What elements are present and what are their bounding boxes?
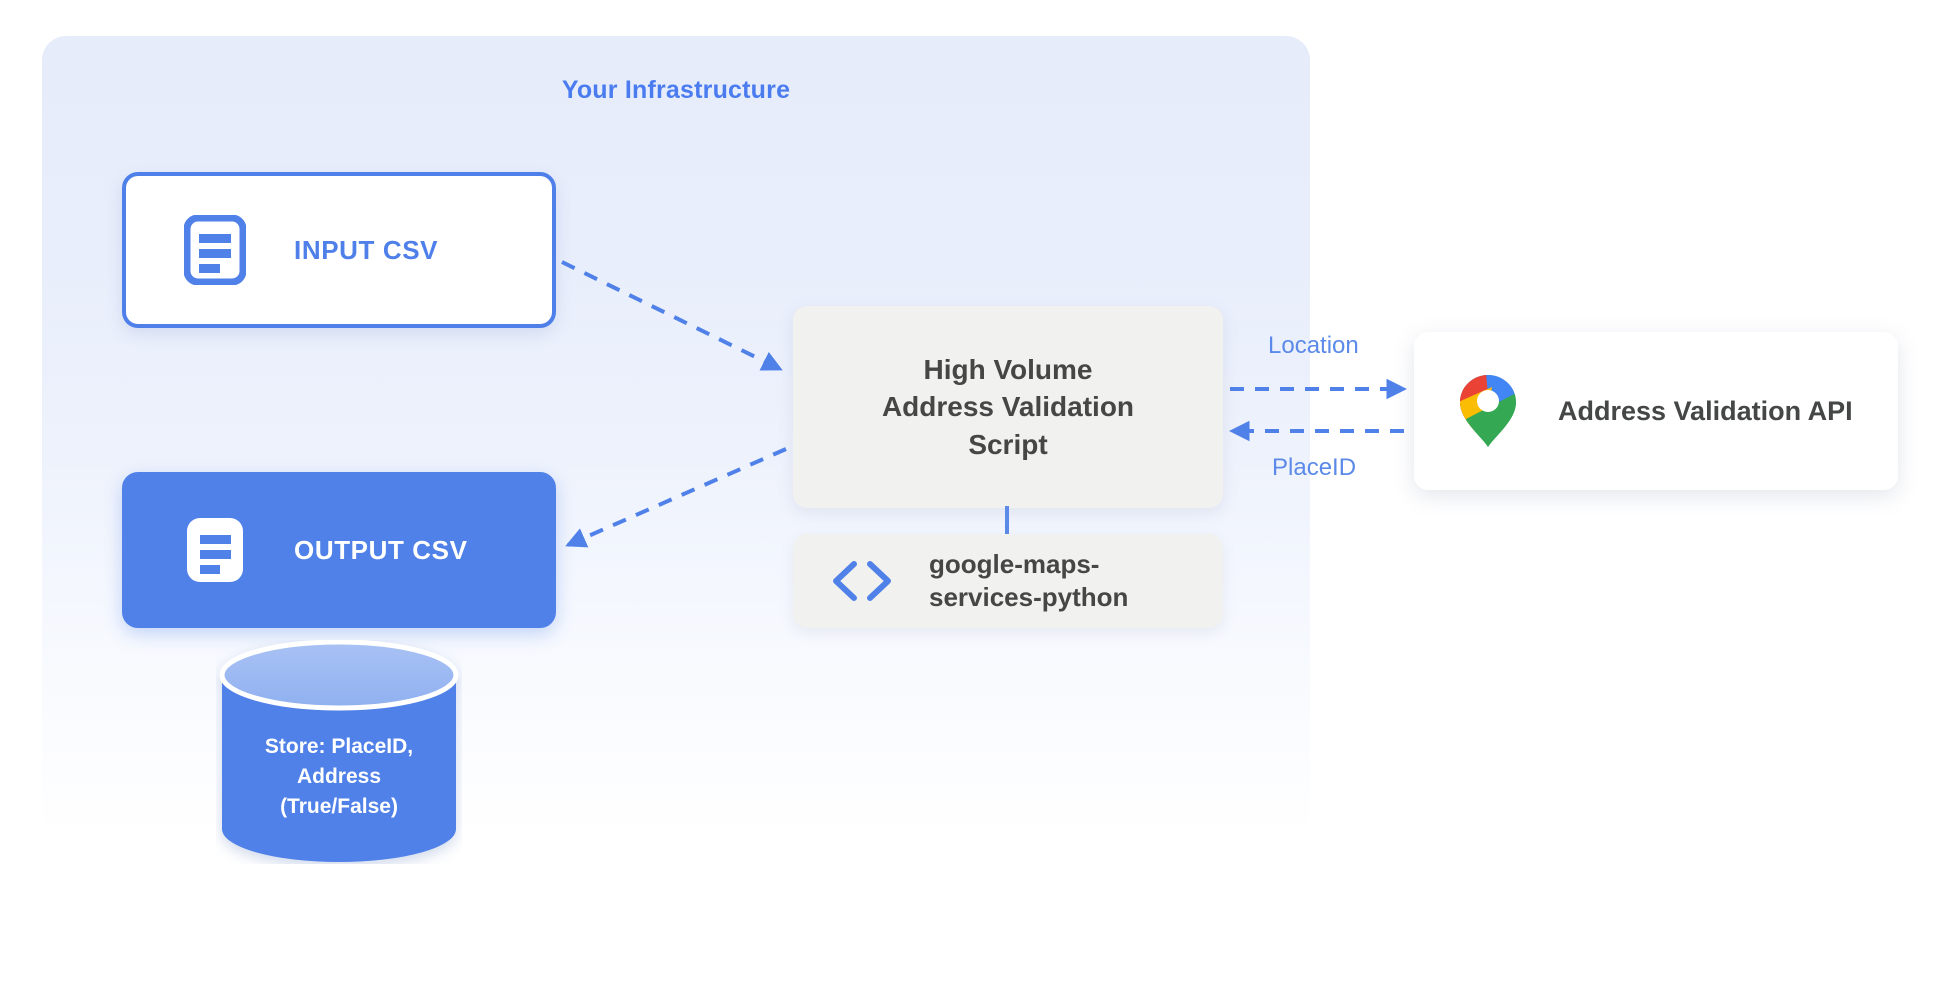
node-database-store[interactable]	[216, 639, 462, 864]
validation-script-label: High Volume Address Validation Script	[881, 354, 1135, 460]
google-maps-pin-icon	[1456, 373, 1520, 449]
document-icon	[184, 515, 246, 585]
infrastructure-panel-title: Your Infrastructure	[561, 76, 791, 104]
address-validation-api-label: Address Validation API	[1558, 395, 1853, 426]
output-csv-label: OUTPUT CSV	[294, 534, 468, 565]
edge-label-placeid: PlaceID	[1272, 454, 1357, 481]
code-icon	[829, 558, 895, 604]
node-output-csv[interactable]: OUTPUT CSV	[122, 472, 556, 628]
edge-label-location: Location	[1268, 332, 1359, 359]
database-cylinder-icon	[219, 639, 459, 862]
node-validation-script[interactable]: High Volume Address Validation Script	[793, 306, 1223, 508]
script-library-connector	[1005, 506, 1009, 536]
input-csv-label: INPUT CSV	[294, 234, 439, 265]
client-library-label: google-maps- services-python	[929, 549, 1129, 612]
node-client-library[interactable]: google-maps- services-python	[793, 534, 1223, 628]
document-icon	[183, 214, 247, 286]
node-input-csv[interactable]: INPUT CSV	[122, 172, 556, 328]
node-address-validation-api[interactable]: Address Validation API	[1414, 332, 1898, 490]
